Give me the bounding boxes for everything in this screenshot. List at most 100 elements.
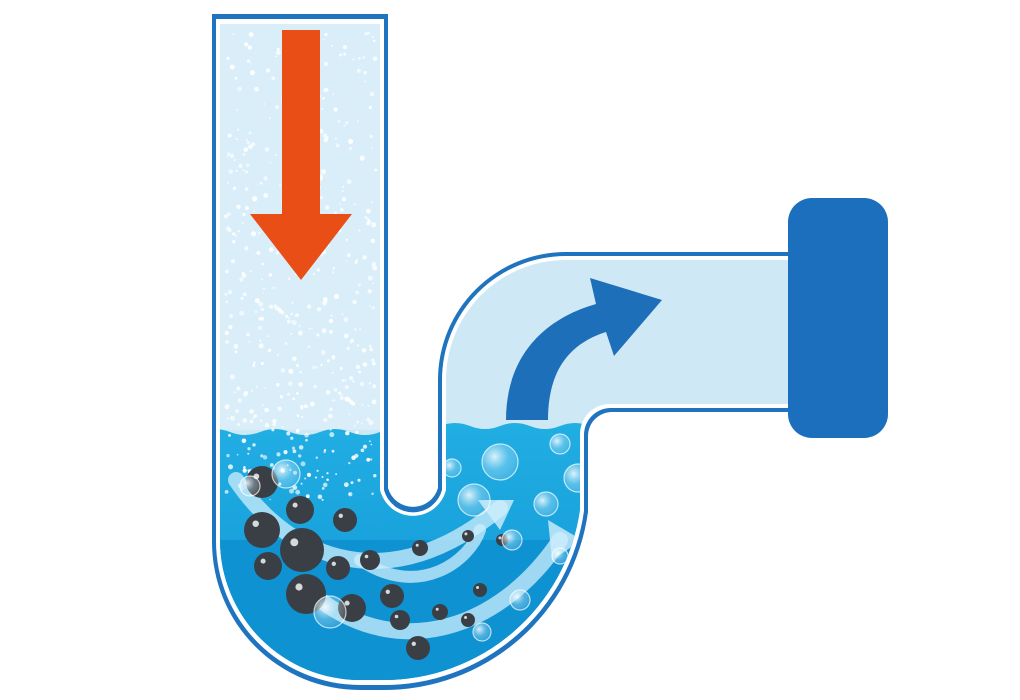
clog-particle-icon: [280, 528, 324, 572]
powder-granule: [290, 436, 294, 440]
powder-granule: [244, 170, 248, 174]
powder-granule: [274, 154, 277, 157]
powder-granule: [248, 32, 254, 37]
powder-granule: [349, 147, 352, 150]
particle-highlight: [435, 607, 439, 611]
powder-granule: [329, 428, 332, 431]
powder-granule: [337, 120, 341, 123]
powder-granule: [267, 348, 272, 353]
powder-granule: [330, 45, 333, 47]
powder-granule: [358, 370, 361, 374]
powder-granule: [364, 80, 366, 83]
powder-granule: [326, 472, 329, 475]
powder-granule: [301, 416, 304, 418]
powder-granule: [371, 492, 374, 496]
powder-granule: [370, 443, 373, 446]
powder-granule: [358, 57, 361, 60]
powder-granule: [317, 494, 323, 500]
powder-granule: [232, 232, 236, 236]
powder-granule: [258, 317, 262, 321]
powder-granule: [269, 463, 274, 467]
powder-granule: [264, 386, 267, 389]
particle-highlight: [394, 614, 399, 619]
bubble-icon: [509, 589, 531, 611]
powder-granule: [290, 332, 293, 335]
powder-granule: [362, 56, 365, 59]
powder-granule: [343, 124, 346, 127]
powder-granule: [341, 197, 346, 202]
powder-granule: [225, 269, 229, 274]
powder-granule: [295, 363, 300, 368]
powder-granule: [227, 227, 230, 230]
powder-granule: [364, 32, 368, 36]
outlet-cap: [788, 198, 888, 438]
powder-granule: [242, 153, 246, 156]
powder-granule: [253, 414, 257, 418]
powder-granule: [247, 452, 250, 455]
powder-granule: [288, 381, 293, 386]
powder-granule: [331, 271, 335, 274]
powder-granule: [334, 294, 339, 299]
powder-granule: [292, 449, 297, 454]
powder-granule: [323, 450, 326, 454]
powder-granule: [261, 278, 263, 281]
powder-granule: [237, 423, 241, 426]
powder-granule: [234, 234, 237, 237]
powder-granule: [356, 259, 359, 262]
powder-granule: [264, 407, 269, 413]
powder-granule: [275, 50, 281, 56]
powder-granule: [273, 286, 276, 289]
powder-granule: [362, 362, 368, 367]
powder-granule: [236, 453, 239, 456]
powder-granule: [265, 68, 271, 73]
powder-granule: [236, 109, 239, 112]
powder-granule: [263, 287, 265, 290]
powder-granule: [366, 417, 371, 422]
powder-granule: [258, 301, 264, 307]
powder-granule: [354, 424, 356, 427]
powder-granule: [296, 392, 299, 395]
powder-granule: [366, 457, 371, 462]
powder-granule: [275, 251, 280, 255]
powder-granule: [295, 429, 300, 433]
powder-granule: [348, 462, 351, 465]
clog-particle-icon: [432, 604, 448, 620]
powder-granule: [371, 261, 377, 267]
powder-granule: [342, 185, 345, 188]
powder-granule: [367, 289, 372, 294]
powder-granule: [242, 212, 246, 217]
powder-granule: [323, 417, 328, 423]
powder-granule: [356, 420, 359, 424]
powder-granule: [225, 300, 228, 304]
powder-granule: [231, 259, 236, 264]
powder-granule: [271, 428, 275, 432]
particle-highlight: [290, 538, 299, 547]
powder-granule: [346, 346, 351, 351]
powder-granule: [368, 440, 371, 443]
powder-granule: [224, 292, 228, 296]
powder-granule: [370, 222, 373, 224]
powder-granule: [233, 344, 239, 349]
powder-granule: [354, 453, 359, 458]
powder-granule: [264, 423, 270, 428]
powder-granule: [321, 328, 327, 334]
powder-granule: [329, 330, 333, 334]
powder-granule: [355, 364, 361, 370]
powder-granule: [298, 454, 302, 458]
powder-granule: [276, 354, 279, 356]
powder-granule: [244, 42, 249, 47]
powder-granule: [268, 273, 273, 277]
powder-granule: [237, 230, 240, 233]
powder-granule: [316, 268, 320, 272]
powder-granule: [277, 406, 282, 411]
particle-highlight: [364, 554, 369, 559]
powder-granule: [316, 333, 320, 337]
powder-granule: [260, 362, 264, 365]
powder-granule: [330, 314, 333, 317]
powder-granule: [311, 327, 313, 330]
powder-granule: [352, 299, 357, 305]
powder-granule: [266, 335, 269, 338]
powder-granule: [224, 330, 229, 336]
powder-granule: [258, 343, 264, 349]
bubble-icon: [271, 459, 301, 489]
